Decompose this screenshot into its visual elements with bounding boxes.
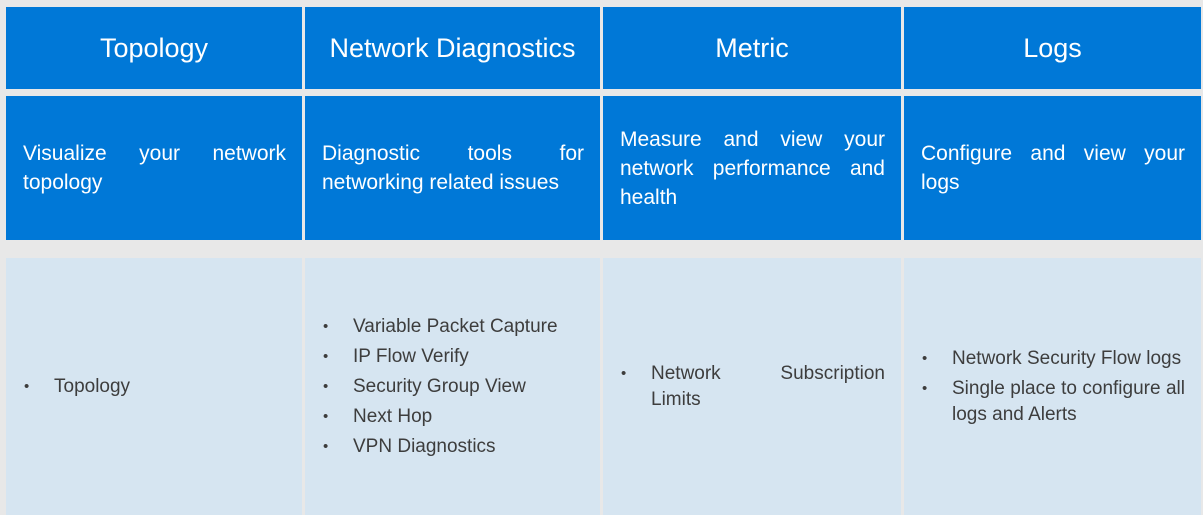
column-description-text: Visualize your network topology bbox=[23, 142, 286, 194]
feature-list: Network Security Flow logs Single place … bbox=[921, 342, 1185, 432]
list-item: Next Hop bbox=[322, 404, 584, 430]
column-description-logs: Configure and view your logs bbox=[904, 96, 1201, 240]
list-item: IP Flow Verify bbox=[322, 344, 584, 370]
list-item: Security Group View bbox=[322, 374, 584, 400]
column-body-logs: Network Security Flow logs Single place … bbox=[904, 258, 1201, 515]
column-description-text: Measure and view your network performanc… bbox=[620, 127, 885, 209]
column-header-label: Topology bbox=[99, 33, 209, 63]
column-body-topology: Topology bbox=[6, 258, 302, 515]
list-item: Network Subscription Limits bbox=[620, 361, 885, 413]
column-description-network-diagnostics: Diagnostic tools for networking related … bbox=[305, 96, 600, 240]
list-item: Topology bbox=[23, 374, 286, 400]
column-body-metric: Network Subscription Limits bbox=[603, 258, 901, 515]
column-description-metric: Measure and view your network performanc… bbox=[603, 96, 901, 240]
list-item: Single place to configure all logs and A… bbox=[921, 376, 1185, 428]
column-description-text: Configure and view your logs bbox=[921, 142, 1185, 194]
column-header-label: Logs bbox=[1023, 33, 1082, 63]
feature-list: Topology bbox=[23, 370, 286, 404]
feature-list: Variable Packet Capture IP Flow Verify S… bbox=[322, 310, 584, 464]
column-header-label: Network Diagnostics bbox=[329, 33, 576, 63]
list-item: Network Security Flow logs bbox=[921, 346, 1185, 372]
column-header-metric: Metric bbox=[603, 7, 901, 89]
feature-list: Network Subscription Limits bbox=[620, 357, 885, 417]
column-description-topology: Visualize your network topology bbox=[6, 96, 302, 240]
column-header-network-diagnostics: Network Diagnostics bbox=[305, 7, 600, 89]
column-header-topology: Topology bbox=[6, 7, 302, 89]
list-item: VPN Diagnostics bbox=[322, 434, 584, 460]
column-header-label: Metric bbox=[715, 33, 789, 63]
list-item: Variable Packet Capture bbox=[322, 314, 584, 340]
column-header-logs: Logs bbox=[904, 7, 1201, 89]
column-body-network-diagnostics: Variable Packet Capture IP Flow Verify S… bbox=[305, 258, 600, 515]
column-description-text: Diagnostic tools for networking related … bbox=[322, 142, 584, 194]
